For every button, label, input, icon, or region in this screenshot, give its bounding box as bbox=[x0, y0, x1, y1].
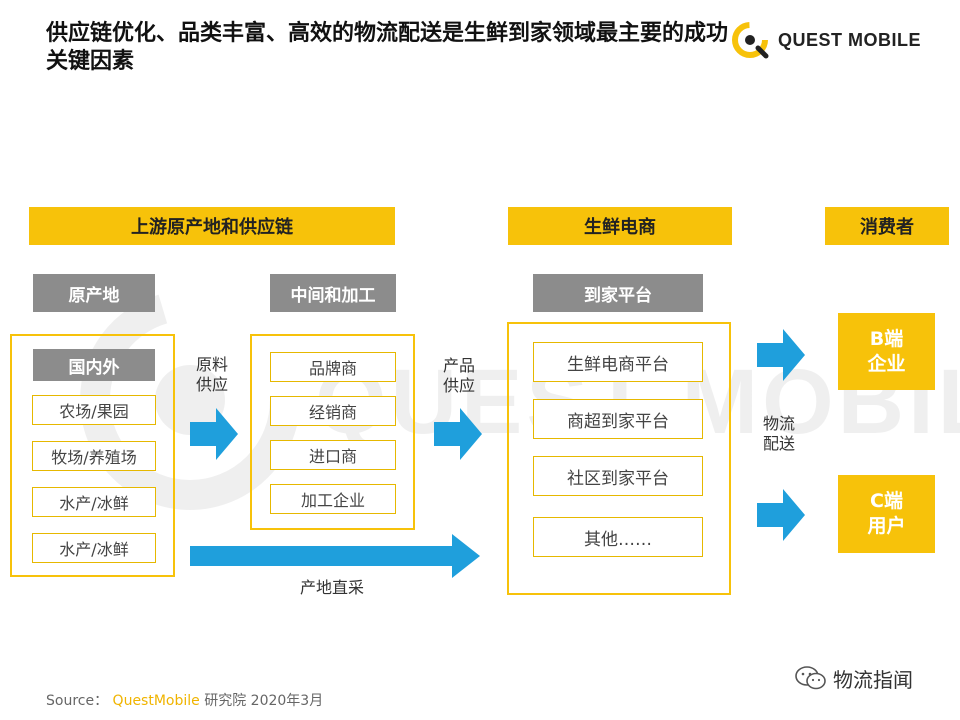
processing-panel bbox=[250, 334, 415, 530]
flow-label-product-supply-line1: 产品 bbox=[442, 356, 475, 375]
flow-label-logistics: 物流 配送 bbox=[752, 414, 806, 454]
consumer-b-line1: B端 bbox=[869, 327, 904, 350]
wechat-icon bbox=[795, 666, 826, 690]
origin-item: 水产/冰鲜 bbox=[32, 487, 156, 517]
flow-label-product-supply-line2: 供应 bbox=[442, 376, 475, 395]
consumer-c-line2: 用户 bbox=[867, 515, 906, 537]
platform-panel bbox=[507, 322, 731, 595]
arrow-right-icon bbox=[757, 329, 805, 381]
processing-item: 加工企业 bbox=[270, 484, 396, 514]
subhead-platform: 到家平台 bbox=[533, 274, 703, 312]
subhead-processing: 中间和加工 bbox=[270, 274, 396, 312]
arrow-right-icon bbox=[757, 489, 805, 541]
section-ecommerce: 生鲜电商 bbox=[508, 207, 732, 245]
section-consumer: 消费者 bbox=[825, 207, 949, 245]
quest-mobile-logo: QUEST MOBILE bbox=[728, 18, 928, 62]
consumer-b-line2: 企业 bbox=[867, 352, 906, 375]
platform-item: 其他…… bbox=[533, 517, 703, 557]
flow-label-product-supply: 产品 供应 bbox=[430, 356, 488, 396]
source-brand: QuestMobile bbox=[112, 693, 200, 709]
origin-panel bbox=[10, 334, 175, 577]
consumer-b-end: B端 企业 bbox=[838, 313, 935, 390]
consumer-c-end: C端 用户 bbox=[838, 475, 935, 553]
flow-label-raw-supply-line1: 原料 bbox=[195, 355, 228, 374]
watermark: QUEST MOBILE bbox=[70, 280, 960, 520]
arrow-right-icon bbox=[434, 408, 482, 460]
flow-label-logistics-line2: 配送 bbox=[762, 434, 795, 453]
wechat-label: 物流指闻 bbox=[833, 667, 913, 692]
consumer-c-line1: C端 bbox=[870, 490, 903, 512]
source-prefix: Source： bbox=[46, 693, 109, 709]
wechat-account: 物流指闻 bbox=[795, 662, 913, 694]
origin-panel-header: 国内外 bbox=[33, 349, 155, 381]
origin-item: 农场/果园 bbox=[32, 395, 156, 425]
platform-item: 商超到家平台 bbox=[533, 399, 703, 439]
origin-item: 牧场/养殖场 bbox=[32, 441, 156, 471]
section-upstream: 上游原产地和供应链 bbox=[29, 207, 395, 245]
platform-item: 生鲜电商平台 bbox=[533, 342, 703, 382]
page-title: 供应链优化、品类丰富、高效的物流配送是生鲜到家领域最主要的成功关键因素 bbox=[46, 21, 729, 74]
processing-item: 品牌商 bbox=[270, 352, 396, 382]
processing-item: 经销商 bbox=[270, 396, 396, 426]
arrow-right-icon bbox=[190, 408, 238, 460]
flow-label-raw-supply: 原料 供应 bbox=[183, 355, 241, 395]
origin-item: 水产/冰鲜 bbox=[32, 533, 156, 563]
processing-item: 进口商 bbox=[270, 440, 396, 470]
flow-label-direct-purchase: 产地直采 bbox=[299, 578, 364, 597]
quest-mobile-logo-icon bbox=[732, 22, 769, 59]
flow-label-raw-supply-line2: 供应 bbox=[195, 375, 228, 394]
source-note: Source： QuestMobile 研究院 2020年3月 bbox=[46, 690, 323, 710]
platform-item: 社区到家平台 bbox=[533, 456, 703, 496]
flow-label-logistics-line1: 物流 bbox=[762, 414, 795, 433]
logo-text: QUEST MOBILE bbox=[778, 30, 922, 50]
source-suffix: 研究院 2020年3月 bbox=[204, 693, 324, 709]
arrow-long-right-icon bbox=[190, 534, 480, 578]
subhead-origin: 原产地 bbox=[33, 274, 155, 312]
